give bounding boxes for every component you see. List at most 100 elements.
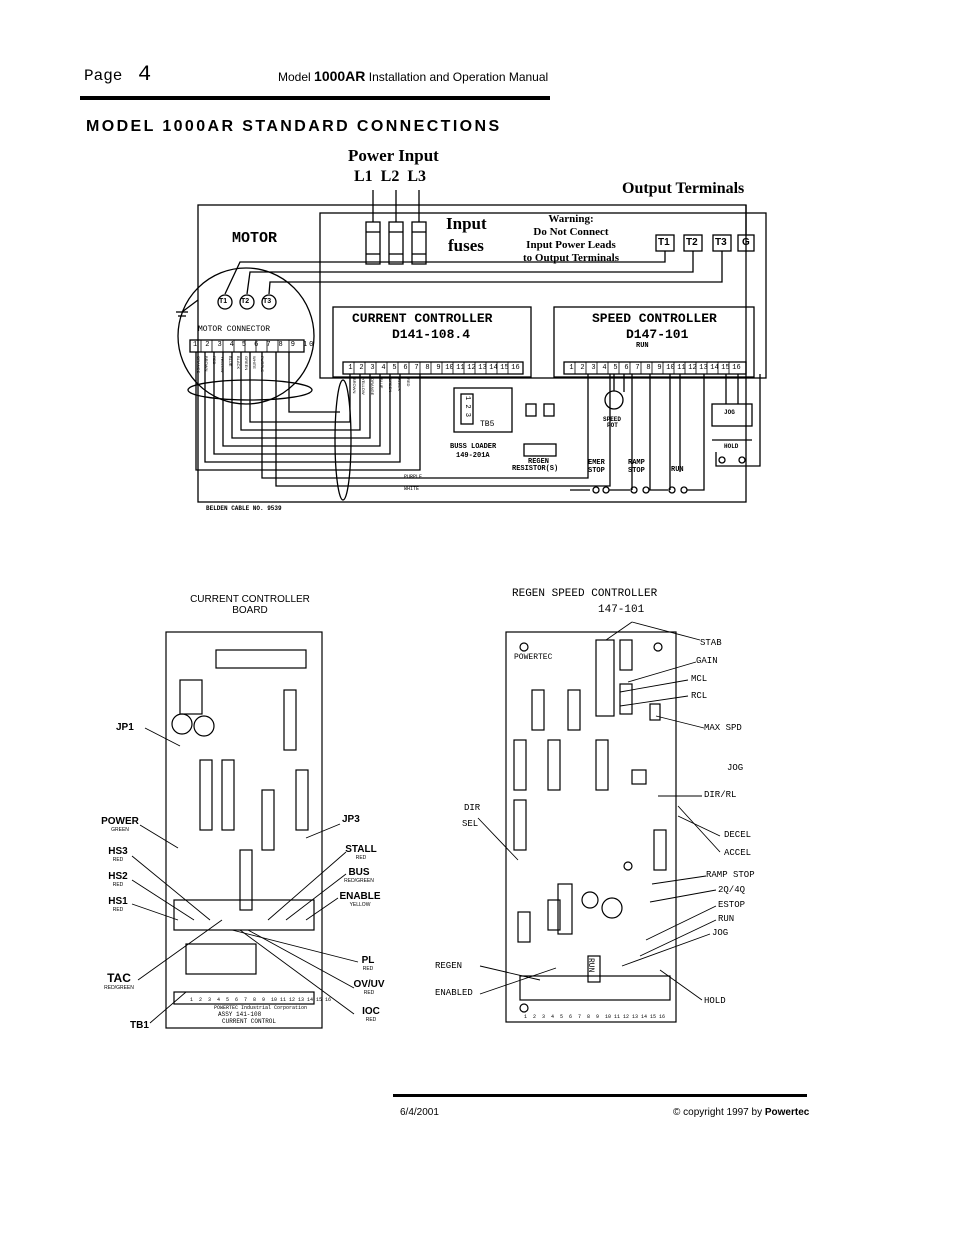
pin: 5: [613, 364, 618, 372]
wire-color: PURPLE: [260, 356, 265, 373]
motor-t3-label: T3: [263, 298, 272, 305]
pin: 6: [624, 364, 629, 372]
current-controller-pins: 1 2 3 4 5 6 7 8 9 10 11 12 13 14 15 16: [345, 364, 521, 372]
jog-label: JOG: [724, 409, 735, 416]
pin: 7: [635, 364, 640, 372]
wire-color: BLUE: [379, 378, 384, 389]
terminal-t3-label: T3: [715, 237, 727, 248]
wire-color: BLUE: [228, 356, 233, 367]
company-name: Powertec: [764, 1107, 810, 1118]
motor-connector-pins: 1 2 3 4 5 6 7 8 9 10: [193, 341, 315, 349]
speed-run-label: RUN: [636, 342, 649, 350]
pin: 14: [710, 364, 719, 372]
warning-line: Warning:: [548, 213, 594, 225]
label-name: TAC: [107, 971, 131, 985]
motor-t2-label: T2: [241, 298, 250, 305]
buss-loader-part: 149-201A: [456, 452, 490, 460]
drive-chassis: [319, 212, 767, 379]
label-name: PL: [361, 955, 375, 966]
speed-controller-part: D147-101: [626, 327, 689, 342]
current-controller-part: D141-108.4: [392, 327, 471, 342]
pin: 2: [580, 364, 585, 372]
label-name: ENABLE: [339, 891, 381, 902]
manual-subtitle: Installation and Operation Manual: [368, 70, 549, 84]
motor-circle: [177, 267, 315, 405]
header-rule: [80, 96, 550, 100]
terminal-t2-label: T2: [686, 237, 698, 248]
ioc-led-label: IOC RED: [358, 1006, 384, 1023]
board-title-line: BOARD: [232, 605, 268, 616]
tac-led-label: TAC RED/GREEN: [100, 971, 138, 991]
label-name: HS1: [108, 896, 128, 907]
label-sub: RED: [362, 966, 374, 972]
hs3-led-label: HS3 RED: [100, 846, 136, 863]
pin: 1: [193, 341, 200, 349]
speed-pot-label: SPEED: [603, 416, 622, 423]
ramp-stop-led-label: RAMP STOP: [706, 870, 755, 880]
label-name: JP3: [342, 814, 360, 825]
pin: 16: [511, 364, 520, 372]
wire-color: YELLOW: [220, 356, 225, 373]
pin: 10: [666, 364, 675, 372]
pin: 4: [381, 364, 386, 372]
pin: 3: [370, 364, 375, 372]
footer-copyright: © copyright 1997 by Powertec: [673, 1107, 809, 1118]
pin: 1: [569, 364, 574, 372]
pin: 11: [677, 364, 686, 372]
wire-color: ORANGE: [370, 378, 375, 396]
motor-wire-colors: ORANGE BROWN RED YELLOW BLUE BLACK GREEN…: [196, 356, 265, 373]
pin: 2: [359, 364, 364, 372]
speed-board-outline: [505, 631, 677, 1023]
pin: 5: [392, 364, 397, 372]
current-wire-colors: BROWN YELLOW ORANGE BLUE GREEN BLACK RED: [352, 378, 411, 395]
pin: 4: [229, 341, 236, 349]
hs2-led-label: HS2 RED: [100, 871, 136, 888]
speed-controller-title: SPEED CONTROLLER: [592, 311, 717, 326]
bus-led-label: BUS RED/GREEN: [340, 867, 378, 884]
board-title-line: CURRENT CONTROLLER: [190, 594, 310, 605]
pin: 6: [403, 364, 408, 372]
pin: 12: [467, 364, 476, 372]
pin: 11: [456, 364, 465, 372]
copyright-text: © copyright 1997 by: [673, 1107, 763, 1118]
dir-label: DIR: [464, 803, 481, 813]
fuse-l3: [411, 221, 427, 265]
rcl-label: RCL: [691, 691, 708, 701]
label-name: TB1: [130, 1020, 149, 1031]
label-name: JP1: [116, 722, 134, 733]
ramp-stop-label-2: STOP: [628, 467, 645, 475]
tb5-label: TB5: [480, 420, 495, 429]
label-name: IOC: [362, 1006, 380, 1017]
board-title-line: REGEN SPEED CONTROLLER: [512, 588, 658, 600]
label-name: BUS: [348, 867, 370, 878]
pin: 7: [414, 364, 419, 372]
model-name: 1000AR: [314, 68, 366, 84]
current-controller-box: [332, 306, 532, 378]
page-label: Page 4: [84, 62, 151, 87]
pin: 14: [489, 364, 498, 372]
warning-line: to Output Terminals: [523, 252, 619, 264]
motor-t1-label: T1: [219, 298, 228, 305]
motor-connector-label: MOTOR CONNECTOR: [198, 325, 271, 334]
tb1-label: TB1: [130, 1020, 149, 1031]
label-sub: RED: [112, 907, 124, 913]
hold-led-label: HOLD: [704, 996, 726, 1006]
jog-switch: [711, 403, 753, 427]
current-board-tb-numbers: 1 2 3 4 5 6 7 8 9 10 11 12 13 14 15 16: [190, 997, 332, 1003]
pin: 8: [278, 341, 285, 349]
speed-board-title: REGEN SPEED CONTROLLER 147-101: [512, 588, 657, 616]
stall-led-label: STALL RED: [340, 844, 382, 861]
hold-label: HOLD: [724, 443, 739, 450]
pin: 9: [436, 364, 441, 372]
enabled-label: ENABLED: [435, 988, 473, 998]
warning-note: Warning: Do Not Connect Input Power Lead…: [510, 213, 632, 265]
label-name: HS2: [108, 871, 128, 882]
jp3-label: JP3: [342, 814, 360, 825]
regen-resistor-label: REGEN: [528, 458, 550, 466]
label-sub: GREEN: [111, 827, 129, 833]
label-sub: RED/GREEN: [104, 985, 134, 991]
jog-led-label: JOG: [712, 928, 729, 938]
page-word: Page: [84, 67, 123, 85]
pin: 3: [217, 341, 224, 349]
wire-color: GREEN: [244, 356, 249, 371]
